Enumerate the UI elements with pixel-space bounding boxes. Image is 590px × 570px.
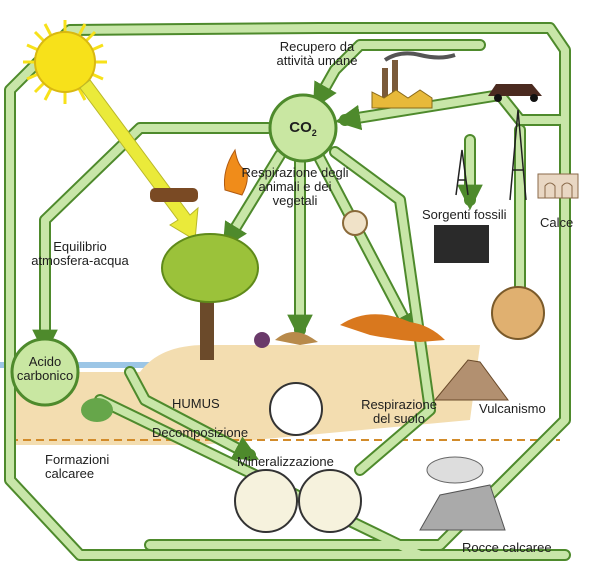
fox-icon <box>340 314 445 342</box>
limestone-rocks-label: Rocce calcaree <box>462 540 552 555</box>
volcano-icon <box>433 359 509 401</box>
volcanism-label: Vulcanismo <box>479 401 546 416</box>
flowers-icon <box>254 332 270 348</box>
bush-icon <box>81 398 113 422</box>
cycle-arrows <box>4 22 571 561</box>
tree-icon <box>161 233 259 360</box>
microscope-mineral-right <box>298 469 362 533</box>
oil-derrick-icon <box>455 109 527 201</box>
fossil-sources-label: Sorgenti fossili <box>422 207 507 222</box>
human-activity-label: Recupero da attività umane <box>276 39 358 68</box>
sun-icon <box>23 20 107 104</box>
sunlight-arrow <box>79 79 199 241</box>
carbonic-acid-label: Acido carbonico <box>16 354 74 383</box>
car-icon <box>488 84 542 102</box>
shell-icon <box>342 210 368 236</box>
respiration-label: Respirazione degli animali e dei vegetal… <box>241 165 349 208</box>
limestone-formation-label: Formazioni calcaree <box>45 452 110 481</box>
fire-icon <box>150 148 248 202</box>
soil-respiration-label: Respirazione del suolo <box>361 397 437 426</box>
microscope-decomposition <box>269 382 323 436</box>
kiln-icon <box>537 173 579 199</box>
factory-icon <box>371 51 456 109</box>
microscope-mineral-left <box>234 469 298 533</box>
co2-label: CO2 <box>289 119 317 138</box>
humus-label: HUMUS <box>172 396 220 411</box>
equilibrium-label: Equilibrio atmosfera-acqua <box>31 239 129 268</box>
mineralization-label: Mineralizzazione <box>237 454 334 469</box>
fossil-deposit <box>434 225 489 263</box>
fossil-deposit-sphere <box>491 286 545 340</box>
carbonic-acid-node <box>10 337 80 407</box>
limestone-rocks-icon <box>419 484 506 531</box>
cloud-icon <box>426 456 484 484</box>
co2-node <box>268 93 338 163</box>
decomposition-label: Decomposizione <box>152 425 249 440</box>
rabbit-icon <box>275 331 318 345</box>
limestone-heat-label: Calce <box>540 215 574 230</box>
